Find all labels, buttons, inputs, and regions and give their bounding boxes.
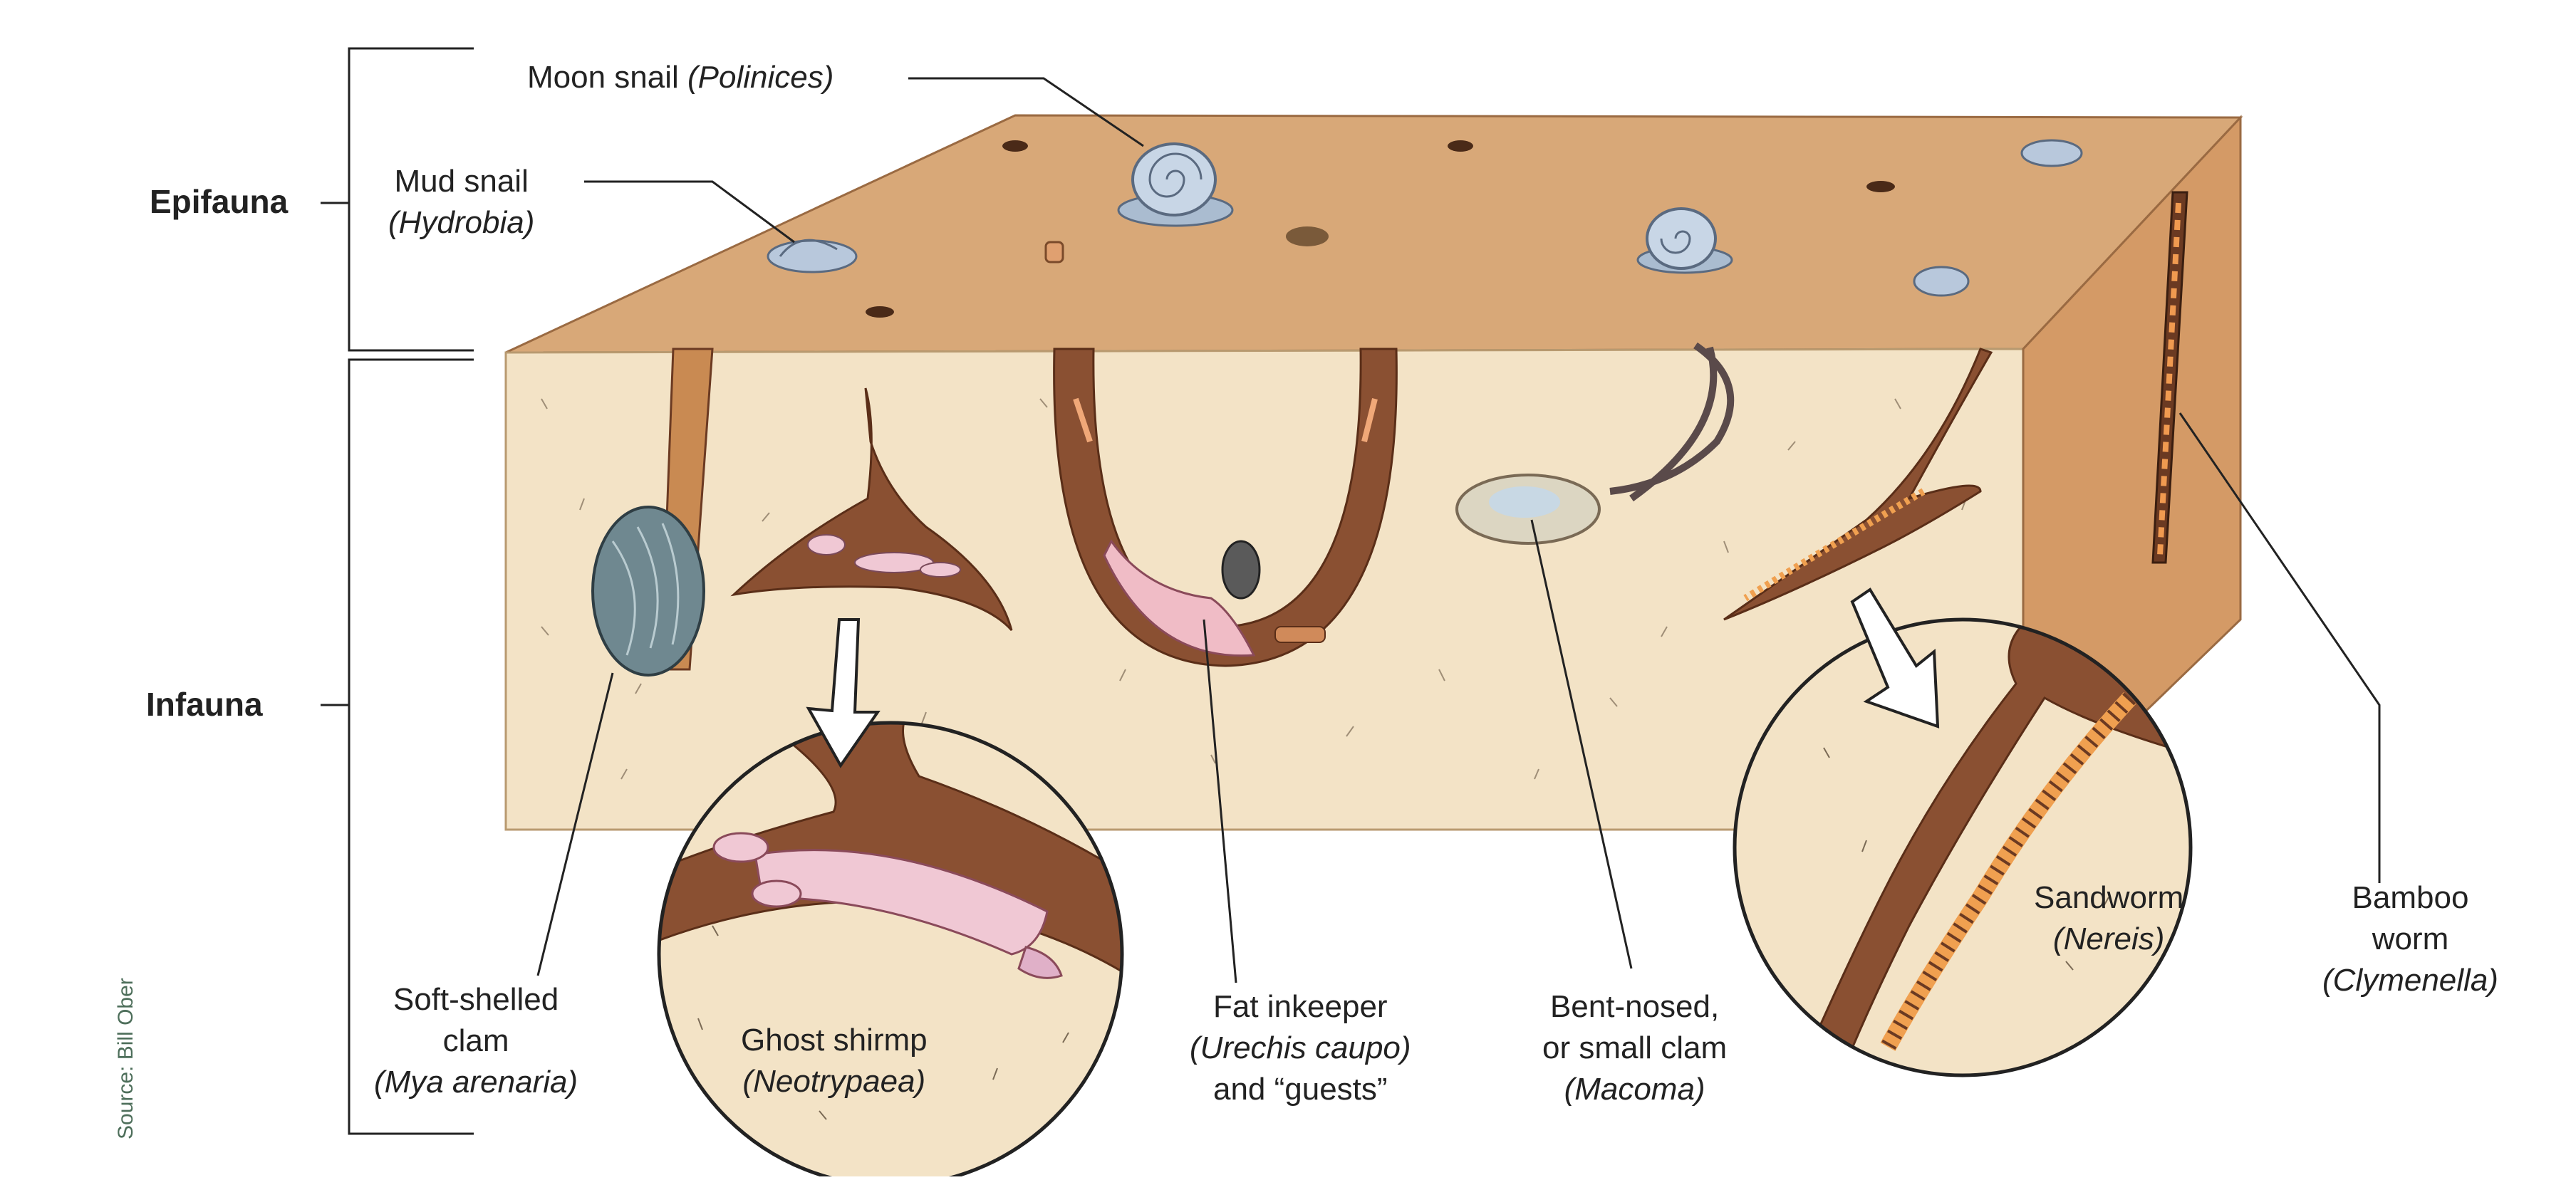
- sandworm-scientific: (Nereis): [2052, 921, 2165, 956]
- ghost-shrimp-common: Ghost shirmp: [741, 1023, 928, 1058]
- bent-nosed-clam-label: Bent-nosed, or small clam (Macoma): [1542, 986, 1727, 1110]
- fat-innkeeper-common: Fat inkeeper: [1212, 989, 1388, 1024]
- bent-nosed-clam-figure: [1455, 342, 1735, 545]
- ghost-shrimp-scientific: (Neotrypaea): [742, 1064, 926, 1099]
- mud-snail-common: Mud snail: [394, 164, 529, 199]
- sediment-texture: [541, 398, 1967, 794]
- fat-innkeeper-line3: and “guests”: [1212, 1072, 1388, 1107]
- infauna-label: Infauna: [146, 686, 263, 723]
- soft-shelled-clam-figure: [591, 348, 714, 677]
- surface-tubes: [1044, 226, 1329, 263]
- mud-snail-figure-2: [2020, 139, 2083, 167]
- source-credit: Source: Bill Ober: [114, 978, 137, 1139]
- sandworm-common: Sandworm: [2034, 880, 2184, 915]
- ghost-shrimp-burrow: [730, 387, 1013, 631]
- bamboo-worm-scientific: (Clymenella): [2322, 963, 2498, 998]
- bamboo-worm-label: Bamboo worm (Clymenella): [2322, 877, 2498, 1001]
- soft-shelled-clam-label: Soft-shelled clam (Mya arenaria): [374, 979, 578, 1103]
- moon-snail-figure-2: [1636, 207, 1733, 274]
- mud-snail-label: Mud snail (Hydrobia): [388, 161, 534, 244]
- mud-snail-figure: [767, 239, 858, 273]
- sandworm-burrow: [1723, 348, 1993, 621]
- ghost-shrimp-magnifier: [657, 618, 1124, 1180]
- moon-snail-common: Moon snail: [527, 60, 679, 95]
- moon-snail-label: Moon snail (Polinices): [527, 57, 833, 98]
- bamboo-worm-line1: Bamboo: [2352, 880, 2469, 915]
- fat-innkeeper-label: Fat inkeeper (Urechis caupo) and “guests…: [1190, 986, 1411, 1110]
- sediment-top-surface: [505, 114, 2243, 354]
- sandworm-arrow-icon: [1850, 588, 1940, 729]
- bent-nosed-clam-line2: or small clam: [1542, 1030, 1728, 1065]
- mud-snail-scientific: (Hydrobia): [388, 205, 535, 240]
- zone-brackets: [321, 47, 474, 1135]
- leader-lines: [536, 77, 2381, 983]
- sandworm-label: Sandworm (Nereis): [2034, 877, 2183, 960]
- ghost-shrimp-label: Ghost shirmp (Neotrypaea): [741, 1020, 928, 1102]
- soft-shelled-clam-scientific: (Mya arenaria): [374, 1065, 578, 1100]
- moon-snail-figure: [1117, 142, 1234, 227]
- epifauna-label: Epifauna: [150, 183, 289, 220]
- soft-shelled-clam-line2: clam: [442, 1023, 509, 1058]
- mud-snail-figure-3: [1913, 266, 1970, 297]
- moon-snail-scientific: (Polinices): [687, 60, 834, 95]
- ghost-shrimp-small: [807, 534, 961, 578]
- bamboo-worm-line2: worm: [2372, 921, 2449, 956]
- fat-innkeeper-scientific: (Urechis caupo): [1190, 1030, 1411, 1065]
- sandworm-magnifier: [1733, 588, 2193, 1077]
- bent-nosed-clam-scientific: (Macoma): [1564, 1072, 1705, 1107]
- fat-innkeeper-burrow: [1053, 348, 1398, 667]
- bamboo-worm-figure: [2151, 191, 2188, 564]
- ghost-shrimp-arrow-icon: [806, 618, 881, 768]
- soft-shelled-clam-line1: Soft-shelled: [393, 982, 559, 1017]
- bent-nosed-clam-line1: Bent-nosed,: [1549, 989, 1720, 1024]
